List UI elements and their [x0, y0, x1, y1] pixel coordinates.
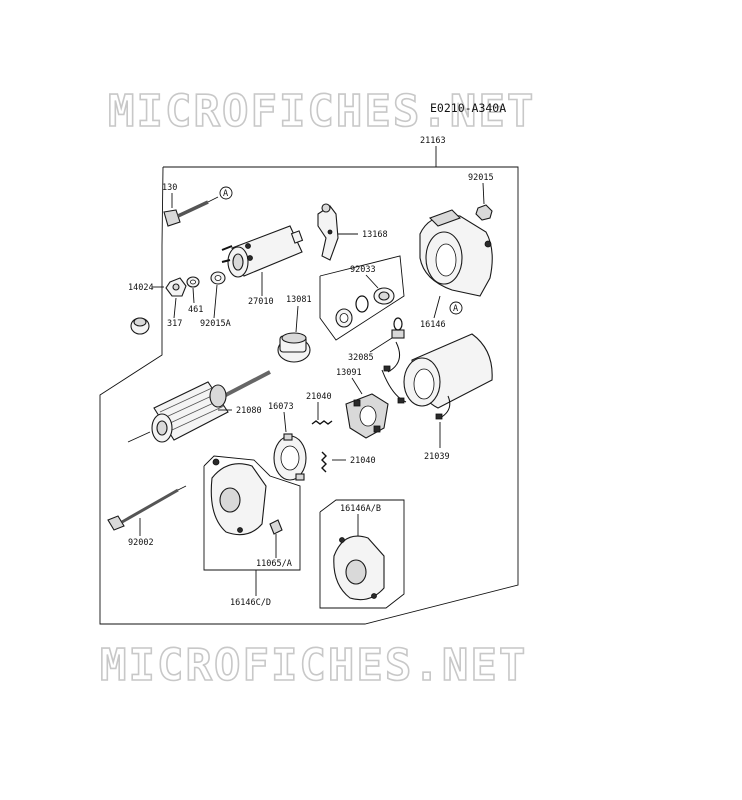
label-317: 317	[167, 319, 182, 329]
group-box-16146cd	[203, 455, 301, 571]
label-461: 461	[188, 305, 203, 315]
label-92015a: 92015A	[200, 319, 231, 329]
assembly-outline	[99, 166, 519, 625]
cap-14024	[130, 317, 150, 335]
label-32085: 32085	[348, 353, 374, 363]
label-92002: 92002	[128, 538, 154, 548]
nut-92015	[475, 204, 493, 221]
leader-16146	[433, 295, 441, 319]
label-21040-bottom: 21040	[350, 456, 376, 466]
housing-16146	[419, 209, 493, 297]
watermark-top: MICROFICHES.NET	[108, 86, 535, 137]
label-16146: 16146	[420, 320, 446, 330]
gear-92033	[373, 287, 395, 305]
group-box-16146ab	[319, 499, 405, 609]
leader-92015	[482, 182, 485, 205]
leader-13081	[295, 305, 299, 333]
callout-a-right	[449, 301, 463, 315]
label-13168: 13168	[362, 230, 388, 240]
leader-16073	[283, 411, 287, 433]
label-27010: 27010	[248, 297, 274, 307]
label-13091: 13091	[336, 368, 362, 378]
callout-a-left-letter: A	[223, 189, 228, 199]
leader-92033	[365, 274, 379, 289]
pinion-13081	[277, 332, 311, 363]
leader-92015a	[213, 284, 218, 319]
spring-21040-top	[311, 420, 333, 425]
label-21040-top: 21040	[306, 392, 332, 402]
label-21080: 21080	[236, 406, 262, 416]
washer-92015a	[210, 271, 226, 285]
callout-a-left	[219, 186, 233, 200]
label-21039: 21039	[424, 452, 450, 462]
label-16146ab: 16146A/B	[340, 504, 381, 514]
bushing-92033	[335, 308, 353, 328]
label-130: 130	[162, 183, 177, 193]
label-92015: 92015	[468, 173, 494, 183]
leader-32085	[369, 337, 393, 353]
end-cover-16146ab	[333, 535, 385, 601]
spring-21040-bottom	[321, 451, 327, 473]
terminal-32085	[391, 317, 405, 339]
bolt-130	[163, 196, 219, 227]
label-14024: 14024	[128, 283, 154, 293]
label-16146cd: 16146C/D	[230, 598, 271, 608]
leader-317	[173, 297, 177, 319]
solenoid-27010	[221, 225, 304, 278]
label-21163: 21163	[420, 136, 446, 146]
nut-317	[165, 277, 187, 297]
end-cover-16146cd	[210, 458, 283, 536]
label-92033: 92033	[350, 265, 376, 275]
plate-16073	[273, 433, 307, 481]
brush-holder-13091	[345, 393, 389, 439]
washer-461	[186, 276, 200, 288]
group-box-92033	[319, 255, 405, 341]
yoke-21039	[381, 333, 493, 420]
callout-a-right-letter: A	[453, 304, 458, 314]
label-16073: 16073	[268, 402, 294, 412]
armature-21080	[127, 370, 271, 443]
watermark-bottom: MICROFICHES.NET	[100, 640, 527, 691]
lever-13168	[317, 203, 339, 261]
leader-13091	[351, 377, 363, 395]
label-11065a: 11065/A	[256, 559, 292, 569]
bolt-92002	[107, 485, 187, 531]
clip-92033	[355, 295, 369, 313]
leader-461	[192, 287, 195, 304]
diagram-code: E0210-A340A	[430, 101, 506, 115]
label-13081: 13081	[286, 295, 312, 305]
